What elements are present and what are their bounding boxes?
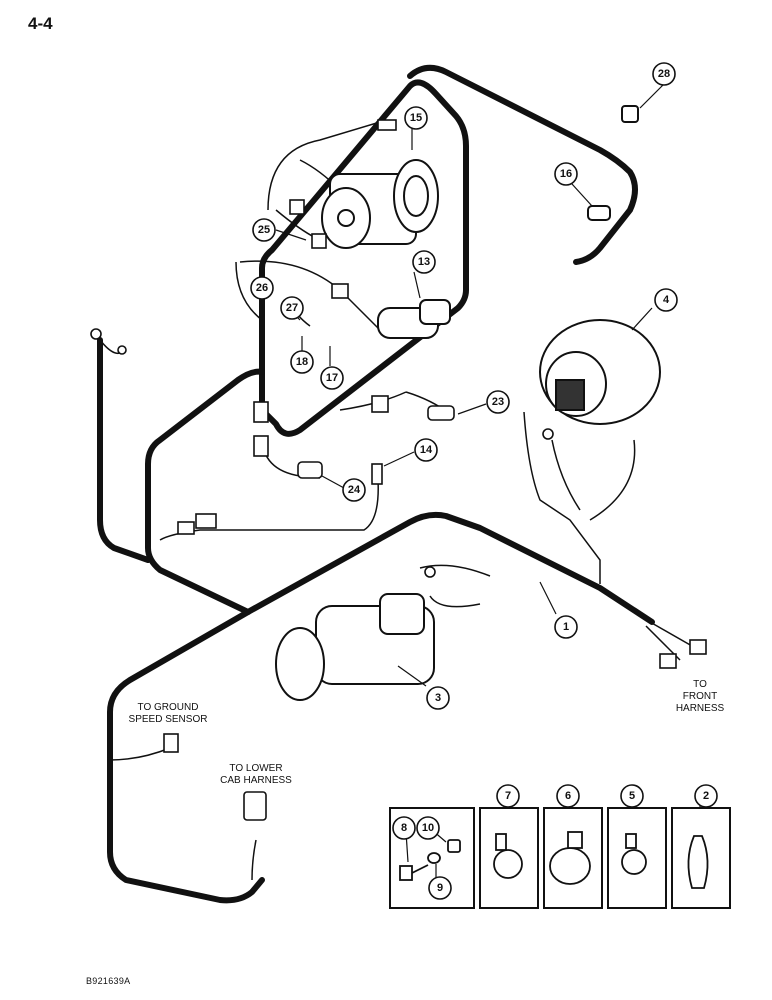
solenoid [377,299,451,339]
callout-4: 4 [654,288,678,312]
label-lower-cab: TO LOWER CAB HARNESS [220,763,292,786]
callout-number: 7 [505,790,511,802]
callout-number: 8 [401,822,407,834]
callout-number: 9 [437,882,443,894]
label-lower-cab-line1: TO LOWER [229,763,282,774]
label-ground-speed-line2: SPEED SENSOR [129,714,208,725]
label-lower-cab-line2: CAB HARNESS [220,775,292,786]
pressure-switch [621,105,639,123]
callout-circle [426,686,450,710]
label-front-harness-line1: TO [693,679,707,690]
callout-number: 1 [563,621,569,633]
main-harness [97,64,655,904]
callout-25: 25 [252,218,276,242]
connectors [90,119,707,821]
callout-28: 28 [652,62,676,86]
callout-number: 14 [420,444,433,456]
callout-circle [554,162,578,186]
callout-number: 13 [418,256,430,268]
callout-26: 26 [250,276,274,300]
callout-number: 24 [348,484,361,496]
callout-circle [290,350,314,374]
callout-circle [556,784,580,808]
callout-number: 23 [492,396,504,408]
ac-compressor [321,159,439,249]
callout-circle [620,784,644,808]
callout-number: 16 [560,168,572,180]
starter-motor [275,593,435,701]
callout-27: 27 [280,296,304,320]
label-front-harness-line2: FRONT [683,691,717,702]
figure-code: B921639A [86,976,131,986]
callout-3: 3 [426,686,450,710]
callout-circle [496,784,520,808]
callout-6: 6 [556,784,580,808]
callout-10: 10 [416,816,440,840]
callout-1: 1 [554,615,578,639]
callout-circle [414,438,438,462]
callout-number: 17 [326,372,338,384]
callout-18: 18 [290,350,314,374]
temperature-sender [587,205,611,221]
callout-circle [252,218,276,242]
callout-13: 13 [412,250,436,274]
callout-number: 5 [629,790,635,802]
callout-number: 28 [658,68,670,80]
callout-number: 6 [565,790,571,802]
callout-17: 17 [320,366,344,390]
callout-23: 23 [486,390,510,414]
label-ground-speed-line1: TO GROUND [138,702,199,713]
hardware-boxes [389,807,731,909]
callout-number: 26 [256,282,268,294]
callout-circle [342,478,366,502]
callout-circle [392,816,416,840]
callout-2: 2 [694,784,718,808]
callout-circle [416,816,440,840]
callout-number: 2 [703,790,709,802]
label-ground-speed: TO GROUND SPEED SENSOR [129,702,208,725]
callout-24: 24 [342,478,366,502]
callout-9: 9 [428,876,452,900]
callout-number: 4 [663,294,670,306]
callout-circle [320,366,344,390]
callout-number: 18 [296,356,308,368]
callout-circle [280,296,304,320]
hardware-items [399,831,709,889]
callout-14: 14 [414,438,438,462]
callout-number: 3 [435,692,441,704]
callout-circle [250,276,274,300]
callout-circle [486,390,510,414]
callout-7: 7 [496,784,520,808]
label-front-harness: TO FRONT HARNESS [676,679,725,714]
page-number: 4-4 [28,14,53,33]
callout-number: 15 [410,112,422,124]
label-front-harness-line3: HARNESS [676,703,725,714]
callout-circle [652,62,676,86]
callout-circle [428,876,452,900]
callout-15: 15 [404,106,428,130]
alternator [539,319,661,425]
callout-number: 27 [286,302,298,314]
callout-circle [654,288,678,312]
callout-5: 5 [620,784,644,808]
callout-16: 16 [554,162,578,186]
callout-circle [404,106,428,130]
callout-number: 25 [258,224,270,236]
callout-8: 8 [392,816,416,840]
callout-circle [694,784,718,808]
callout-circle [412,250,436,274]
callout-number: 10 [422,822,434,834]
callout-circle [554,615,578,639]
